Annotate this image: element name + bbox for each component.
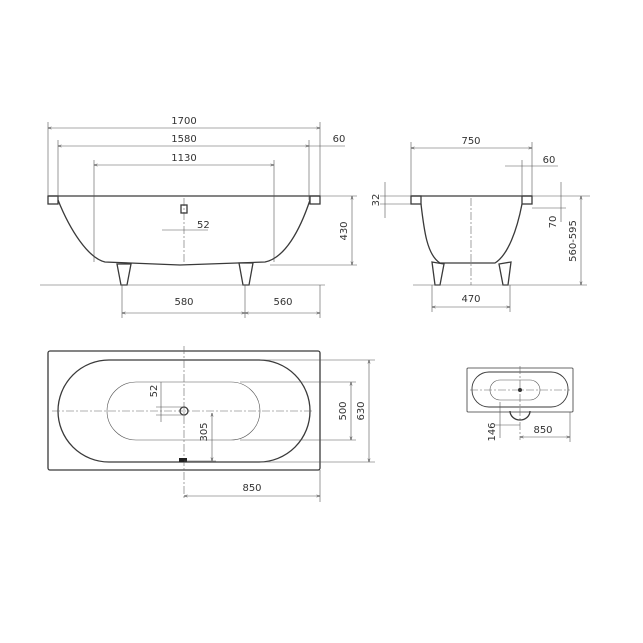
dim-drain-size: 52 <box>149 385 160 398</box>
dim-rim-width-end: 60 <box>543 155 556 166</box>
end-view: 750 60 32 70 560-595 470 <box>371 136 590 312</box>
dim-small-850: 850 <box>533 425 552 436</box>
overflow-arc <box>509 410 531 421</box>
dim-drain-to-end: 850 <box>242 483 261 494</box>
leg-right <box>238 262 254 286</box>
dim-drain-offset: 52 <box>197 220 210 231</box>
dim-leg-width: 470 <box>461 294 480 305</box>
small-plan-view: 146 850 <box>466 366 574 442</box>
dim-rim-thickness: 32 <box>371 194 382 207</box>
dim-drain-to-edge: 305 <box>199 422 210 441</box>
plan-view: 630 500 52 305 850 <box>47 346 375 502</box>
dim-width: 750 <box>461 136 480 147</box>
dim-bottom-length: 1130 <box>171 153 196 164</box>
side-view: 1700 1580 60 1130 430 52 580 560 <box>40 116 357 318</box>
dim-plan-width: 630 <box>356 401 367 420</box>
dim-small-146: 146 <box>487 422 498 441</box>
dim-overflow-depth: 70 <box>548 216 559 229</box>
dim-inner-width: 500 <box>338 401 349 420</box>
overflow-marker <box>179 458 187 462</box>
dim-leg-to-end: 560 <box>273 297 292 308</box>
dim-leg-spacing: 580 <box>174 297 193 308</box>
leg-left <box>116 263 132 286</box>
dim-length-overall: 1700 <box>171 116 196 127</box>
dim-rim-width: 60 <box>333 134 346 145</box>
dim-total-height: 560-595 <box>568 220 579 262</box>
dim-depth: 430 <box>339 221 350 240</box>
dim-inner-length: 1580 <box>171 134 196 145</box>
